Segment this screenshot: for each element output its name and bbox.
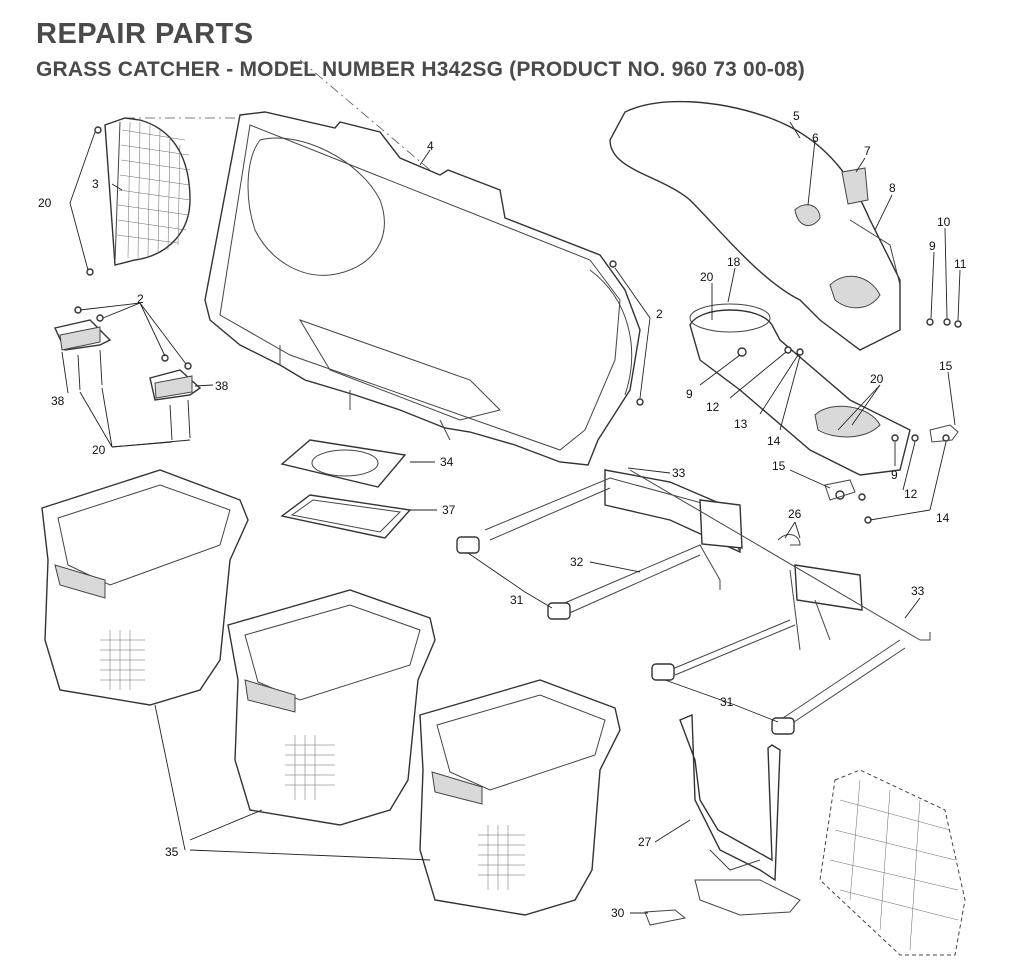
callout-2: 2	[137, 292, 144, 306]
callout-14: 14	[936, 511, 950, 525]
bolt-2-bottom	[636, 398, 644, 406]
link-15-lower	[824, 479, 856, 501]
gasket-part	[280, 494, 412, 539]
callout-7: 7	[864, 144, 871, 158]
callout-2: 2	[656, 307, 663, 321]
callout-18: 18	[727, 255, 741, 269]
link-15-upper	[929, 424, 959, 443]
callout-33: 33	[911, 584, 925, 598]
grass-bag-middle	[227, 589, 436, 826]
page-title: REPAIR PARTS	[36, 18, 254, 50]
frame-assembly-part	[484, 469, 931, 729]
tow-bracket-part	[679, 713, 801, 916]
callout-8: 8	[889, 181, 896, 195]
filter-screen-part	[86, 117, 191, 276]
callout-38: 38	[51, 394, 65, 408]
discharge-chute-part	[609, 100, 901, 351]
callout-26: 26	[788, 507, 802, 521]
callout-34: 34	[440, 455, 454, 469]
rollers-31	[456, 536, 795, 735]
chute-patch-6	[794, 204, 821, 226]
callout-31: 31	[720, 695, 734, 709]
callout-9: 9	[686, 387, 693, 401]
callout-5: 5	[793, 109, 800, 123]
callout-20: 20	[92, 443, 106, 457]
callout-33: 33	[672, 466, 686, 480]
callout-37: 37	[442, 503, 456, 517]
grass-bag-left	[41, 469, 249, 706]
callout-14: 14	[767, 434, 781, 448]
callout-12: 12	[706, 400, 720, 414]
clip-26	[777, 534, 801, 546]
callout-9: 9	[891, 468, 898, 482]
callout-27: 27	[638, 835, 652, 849]
callout-6: 6	[812, 131, 819, 145]
callout-labels: 20 3 4 2 2 38 38 20 5 6 7 8 10 9 11 18 2…	[38, 109, 967, 920]
mounting-bracket-right	[149, 354, 202, 441]
grass-bag-right	[419, 679, 621, 916]
mounting-plate-part	[280, 439, 407, 488]
mesh-flap-part	[819, 769, 966, 956]
callout-13: 13	[734, 417, 748, 431]
callout-32: 32	[570, 555, 584, 569]
callout-30: 30	[611, 906, 625, 920]
callout-11: 11	[954, 257, 967, 271]
callout-35: 35	[165, 845, 179, 859]
callout-10: 10	[937, 215, 951, 229]
callout-20: 20	[38, 196, 52, 210]
page-subtitle: GRASS CATCHER - MODEL NUMBER H342SG (PRO…	[36, 58, 805, 81]
bolt-2-top	[609, 260, 617, 268]
callout-20: 20	[870, 372, 884, 386]
callout-12: 12	[904, 487, 918, 501]
catcher-housing-part	[204, 111, 641, 466]
callout-9: 9	[929, 239, 936, 253]
callout-15: 15	[939, 359, 953, 373]
mounting-bracket-left	[54, 306, 112, 391]
callout-31: 31	[510, 593, 524, 607]
callout-20: 20	[700, 270, 714, 284]
callout-15: 15	[772, 459, 786, 473]
callout-38: 38	[215, 379, 229, 393]
leader-lines	[61, 121, 961, 914]
pin-30	[644, 909, 687, 926]
callout-4: 4	[427, 139, 434, 153]
callout-3: 3	[92, 177, 99, 191]
